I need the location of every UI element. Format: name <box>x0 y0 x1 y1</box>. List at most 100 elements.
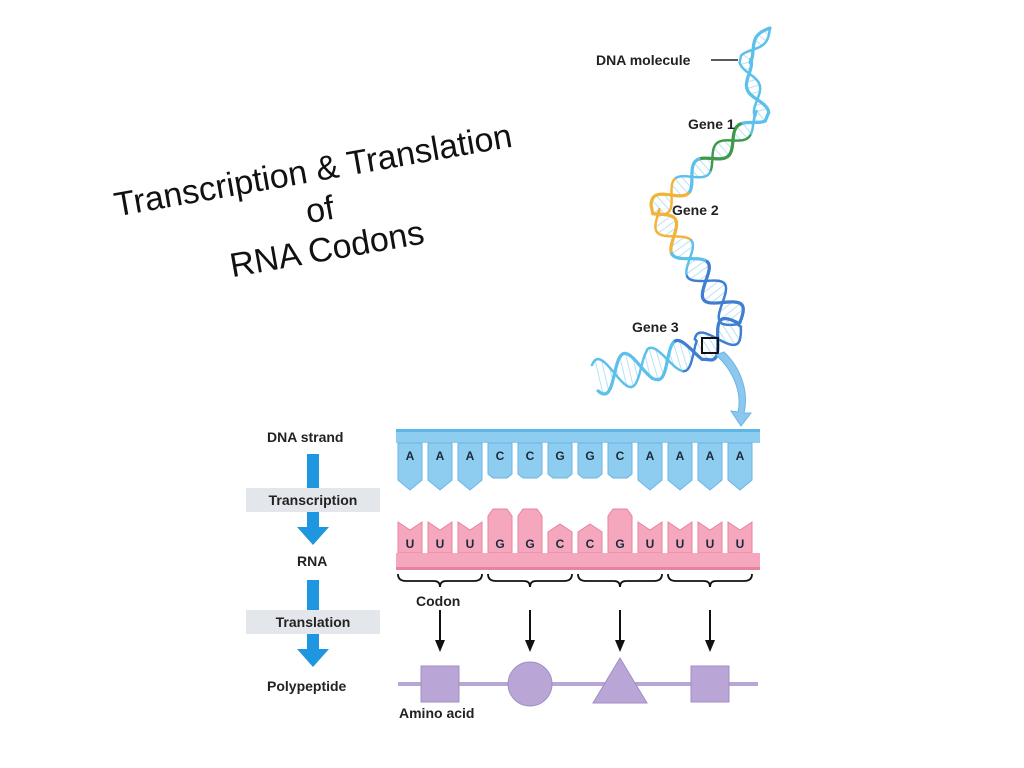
helix-rung <box>648 348 659 380</box>
rna-base-letter: U <box>676 537 685 551</box>
helix-rung <box>689 265 710 280</box>
flow-arrow-head-2 <box>297 649 329 667</box>
dna-base-tooth <box>457 442 483 491</box>
amino-acid-label: Amino acid <box>399 705 474 721</box>
gene-1-label: Gene 1 <box>688 116 735 132</box>
dna-strand-label: DNA strand <box>267 429 344 445</box>
dna-molecule-label: DNA molecule <box>596 52 691 68</box>
helix-rung <box>632 357 639 379</box>
helix-rung <box>710 290 727 304</box>
helix-rung <box>600 359 610 392</box>
amino-acid-square <box>420 665 460 703</box>
rna-base-letter: U <box>406 537 415 551</box>
helix-rung <box>657 219 677 234</box>
rna-label: RNA <box>297 553 327 569</box>
dna-base-letter: A <box>676 449 685 463</box>
rna-base-letter: U <box>436 537 445 551</box>
dna-base-tooth <box>487 442 513 479</box>
codon-bracket <box>397 573 483 588</box>
codon-arrows <box>435 610 715 652</box>
dna-backbone-edge <box>396 429 760 432</box>
codon-arrow-head <box>435 640 445 652</box>
helix-rung <box>644 354 651 377</box>
dna-base-tooth <box>697 442 723 491</box>
codon-bracket <box>487 573 573 588</box>
helix-rung <box>655 194 671 211</box>
zoom-box <box>701 337 719 354</box>
helix-rung <box>703 283 726 301</box>
helix-strand-segment <box>738 54 743 64</box>
dna-base-tooth <box>517 442 543 479</box>
codon-arrow-head <box>615 640 625 652</box>
helix-rung <box>651 199 665 215</box>
helix-rung <box>717 328 728 344</box>
helix-rung <box>655 349 664 376</box>
dna-base-tooth <box>427 442 453 491</box>
dna-base-letter: G <box>555 449 564 463</box>
dna-base-tooth <box>727 442 753 491</box>
rna-base-letter: G <box>615 537 624 551</box>
flow-arrow-shaft-1 <box>307 454 319 488</box>
gene-3-label: Gene 3 <box>632 319 679 335</box>
helix-rung <box>717 142 730 156</box>
codon-brackets <box>397 573 753 588</box>
dna-base-letter: C <box>526 449 535 463</box>
helix-rung <box>676 246 694 259</box>
rna-base-letter: U <box>646 537 655 551</box>
rna-base-letter: G <box>495 537 504 551</box>
helix-strands <box>590 26 772 396</box>
helix-rung <box>670 236 685 248</box>
helix-strand-segment <box>590 360 595 367</box>
dna-base-letter: A <box>646 449 655 463</box>
rna-backbone <box>396 553 760 570</box>
helix-rung <box>705 333 718 353</box>
dna-backbone <box>396 429 760 443</box>
dna-base-letter: A <box>706 449 715 463</box>
helix-rung <box>757 34 767 42</box>
helix-rung <box>756 110 766 122</box>
helix-rung <box>671 239 692 255</box>
helix-rung <box>725 318 741 341</box>
rna-base-letter: U <box>736 537 745 551</box>
translation-step-box <box>246 610 380 634</box>
rna-base-letter: C <box>586 537 595 551</box>
codon-arrow-head <box>525 640 535 652</box>
helix-rung <box>746 84 760 90</box>
flow-arrow-shaft-3 <box>307 580 319 610</box>
helix-strand-segment <box>596 389 603 395</box>
flow-arrow-head-1 <box>297 527 329 545</box>
rna-base-letter: U <box>466 537 475 551</box>
amino-acid-circle <box>507 661 553 707</box>
helix-rung <box>655 215 672 228</box>
helix-rung <box>713 147 724 159</box>
helix-rung <box>736 126 748 139</box>
helix-rung <box>686 260 706 275</box>
amino-acid-square <box>690 665 730 703</box>
helix-rung <box>723 308 744 325</box>
dna-base-letter: A <box>736 449 745 463</box>
rna-base-letter: G <box>525 537 534 551</box>
translation-label: Translation <box>276 614 351 630</box>
polypeptide-label: Polypeptide <box>267 678 347 694</box>
transcription-step-box <box>246 488 380 512</box>
dna-base-tooth <box>577 442 603 479</box>
codon-arrow-head <box>705 640 715 652</box>
dna-base-tooth <box>637 442 663 491</box>
helix-rung <box>698 158 711 173</box>
flow-arrow-shaft-4 <box>307 634 319 650</box>
zoom-arrow <box>715 351 753 427</box>
dna-base-tooth <box>397 442 423 491</box>
codon-label: Codon <box>416 593 460 609</box>
helix-rung <box>693 162 707 177</box>
amino-acids <box>420 657 730 707</box>
helix-rung <box>674 178 689 194</box>
helix-rung <box>702 280 720 295</box>
helix-rung <box>594 360 604 394</box>
helix-rung <box>625 353 634 387</box>
helix-rung <box>741 122 752 134</box>
dna-base-letter: C <box>496 449 505 463</box>
transcription-label: Transcription <box>269 492 358 508</box>
